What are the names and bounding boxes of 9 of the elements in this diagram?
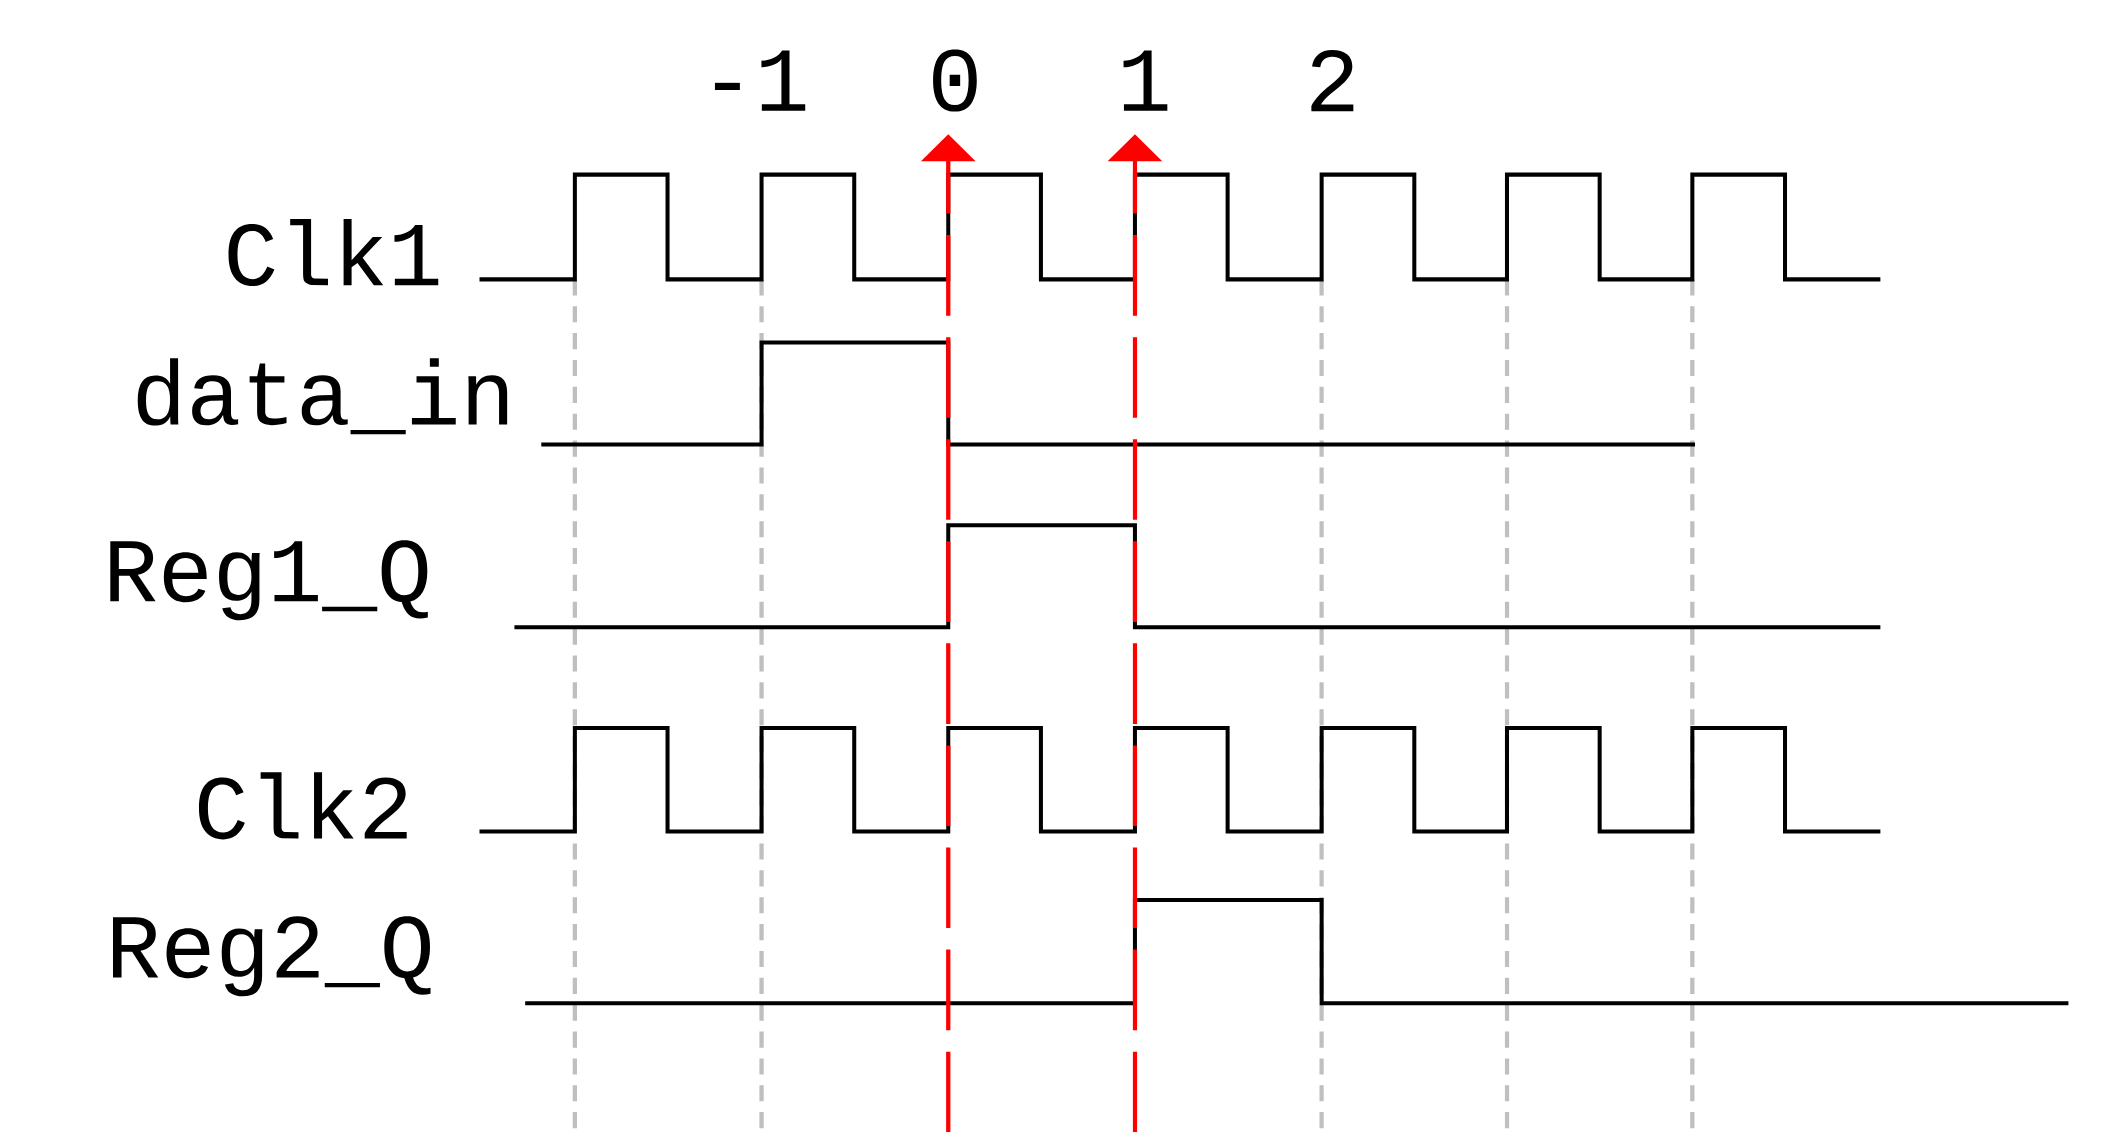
signal-label: Reg2_Q	[113, 916, 431, 997]
signal-label: 0	[933, 49, 977, 112]
signal-label: 2	[1311, 49, 1354, 111]
signal-label: Clk2	[198, 772, 407, 840]
signal-label: -1	[714, 50, 806, 111]
signal-label: data_in	[137, 358, 508, 435]
signal-label: 1	[1123, 50, 1168, 111]
signal-label: Clk1	[228, 218, 439, 286]
signal-label: Reg1_Q	[110, 540, 428, 621]
